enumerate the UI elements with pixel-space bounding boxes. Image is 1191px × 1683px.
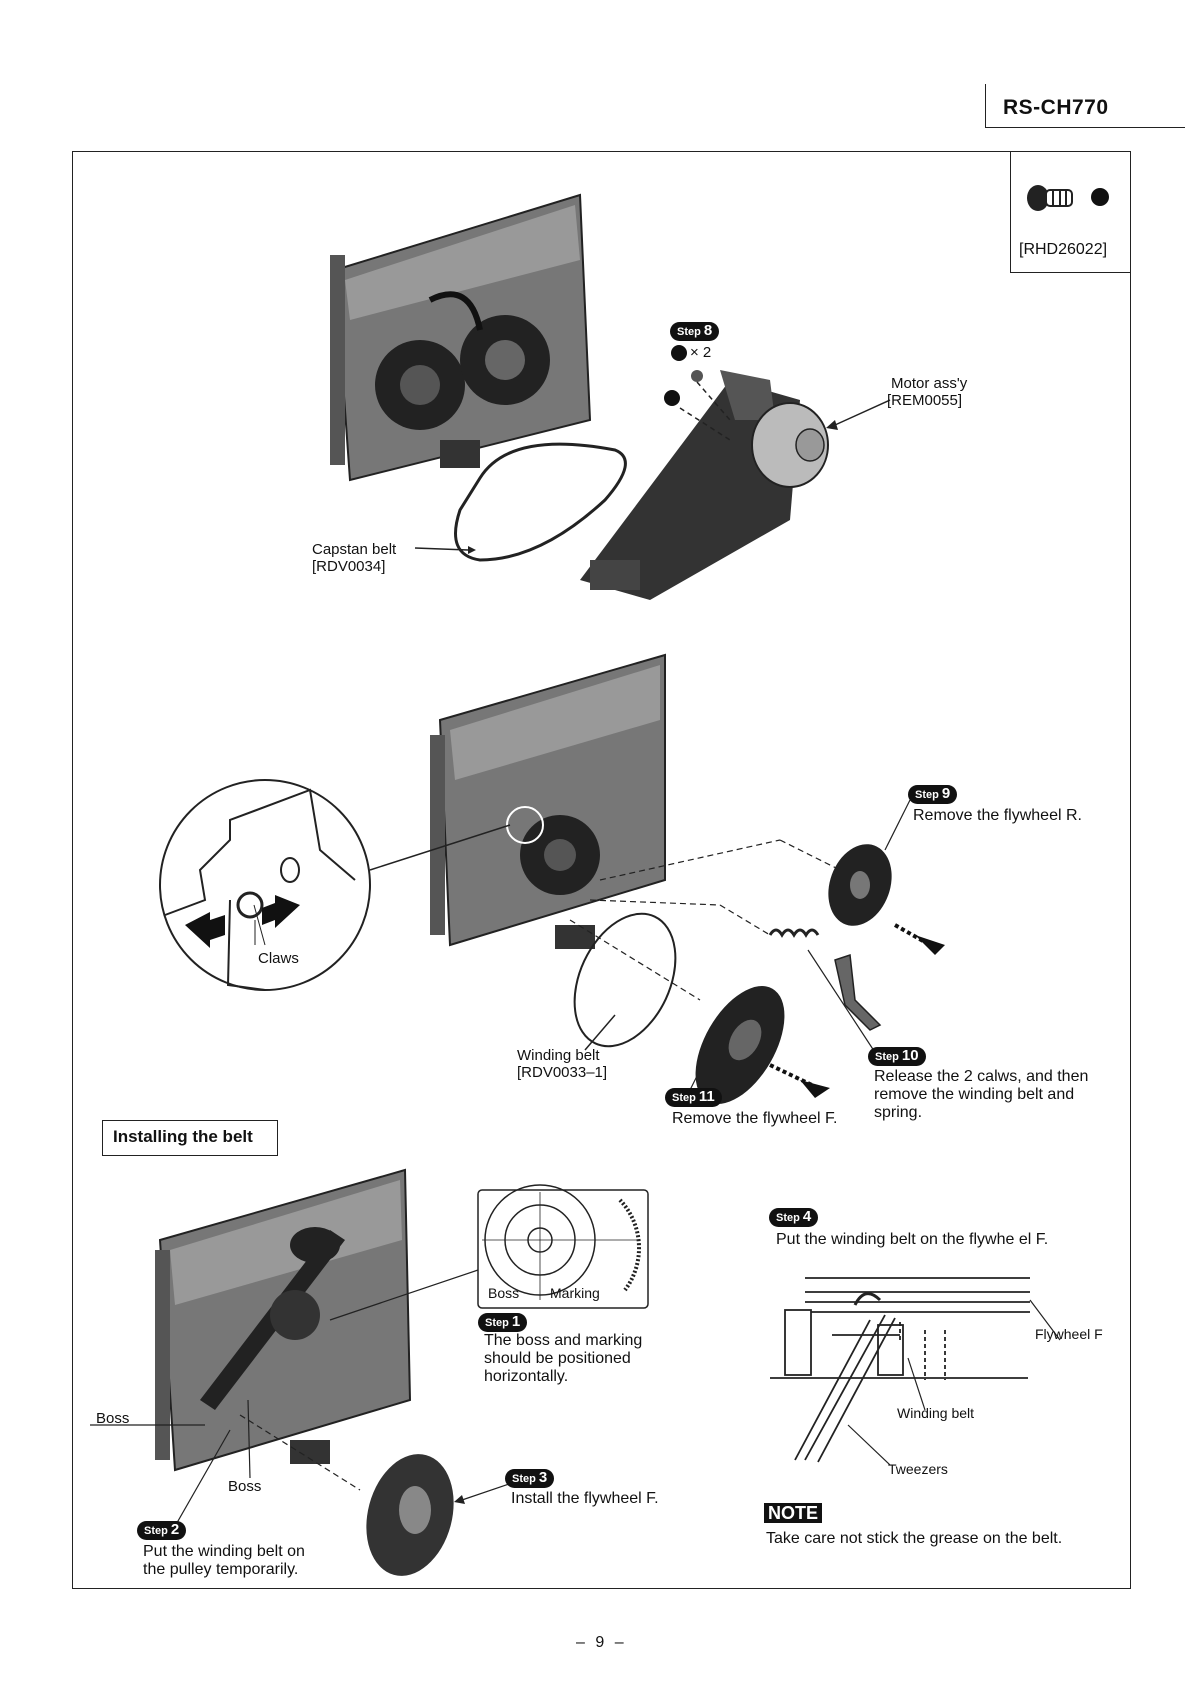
winding-belt-label: Winding belt xyxy=(517,1047,600,1064)
motor-label: Motor ass'y xyxy=(891,375,968,392)
step1-text: The boss and marking should be positione… xyxy=(484,1332,643,1385)
header-rule-horizontal xyxy=(985,127,1185,128)
step3-badge: Step 3 xyxy=(505,1469,555,1488)
tweezers-diagram xyxy=(770,1277,1061,1466)
step9-text: Remove the flywheel R. xyxy=(913,807,1082,824)
inset-boss-label: Boss xyxy=(488,1285,520,1301)
step3-text: Install the flywheel F. xyxy=(511,1490,659,1507)
page-number: – 9 – xyxy=(576,1634,627,1651)
tweezers-winding-belt-label: Winding belt xyxy=(897,1405,975,1421)
header-rule-vertical xyxy=(985,84,986,128)
step11-badge: Step 11 xyxy=(665,1088,722,1107)
figure-frame xyxy=(72,151,1131,1589)
step1-badge: Step 1 xyxy=(478,1313,528,1332)
boss-label-bottom: Boss xyxy=(228,1478,262,1495)
note-text: Take care not stick the grease on the be… xyxy=(766,1530,1063,1547)
flywheel-f-label: Flywheel F xyxy=(1035,1326,1103,1342)
step8-badge: Step 8 xyxy=(670,322,720,341)
step2-text: Put the winding belt on the pulley tempo… xyxy=(143,1543,305,1578)
model-number: RS-CH770 xyxy=(1003,96,1109,119)
screw-legend-box xyxy=(1010,151,1131,273)
spring-and-lever-drawing xyxy=(768,928,882,1061)
flywheel-f-drawing xyxy=(684,986,830,1104)
note-badge: NOTE xyxy=(764,1502,823,1524)
capstan-belt-part-code: [RDV0034] xyxy=(312,558,386,575)
step9-badge: Step 9 xyxy=(908,785,958,804)
claws-detail-inset xyxy=(159,779,511,991)
motor-assembly-drawing xyxy=(580,370,891,600)
step4-text: Put the winding belt on the flywhe el F. xyxy=(776,1231,1049,1248)
screw-symbol-icon xyxy=(664,390,680,406)
screw-symbol-icon xyxy=(1091,188,1109,206)
step10-text: Release the 2 calws, and then remove the… xyxy=(874,1068,1089,1121)
tweezers-label: Tweezers xyxy=(888,1461,948,1477)
flywheel-f-install-drawing xyxy=(366,1454,516,1576)
alignment-dashed-lines xyxy=(569,839,841,1001)
screw-icon xyxy=(1027,185,1073,211)
capstan-belt-label: Capstan belt xyxy=(312,541,397,558)
winding-belt-part-code: [RDV0033–1] xyxy=(517,1064,608,1081)
motor-part-code: [REM0055] xyxy=(887,392,963,409)
claws-label: Claws xyxy=(258,950,299,967)
flywheel-r-drawing xyxy=(828,799,945,955)
middle-mechanism-drawing xyxy=(430,653,677,1051)
boss-label-left: Boss xyxy=(96,1410,130,1427)
screw-part-code: [RHD26022] xyxy=(1019,241,1108,258)
screw-symbol-icon xyxy=(671,345,687,361)
boss-marking-inset xyxy=(477,1184,649,1309)
step2-badge: Step 2 xyxy=(137,1521,187,1540)
inset-marking-label: Marking xyxy=(550,1285,600,1301)
step10-badge: Step 10 xyxy=(868,1047,926,1066)
installing-belt-title: Installing the belt xyxy=(102,1120,278,1156)
top-mechanism-drawing xyxy=(330,193,627,562)
step4-badge: Step 4 xyxy=(769,1208,819,1227)
step11-text: Remove the flywheel F. xyxy=(672,1110,838,1127)
step8-quantity: × 2 xyxy=(690,344,712,361)
bottom-mechanism-drawing xyxy=(90,1168,479,1536)
